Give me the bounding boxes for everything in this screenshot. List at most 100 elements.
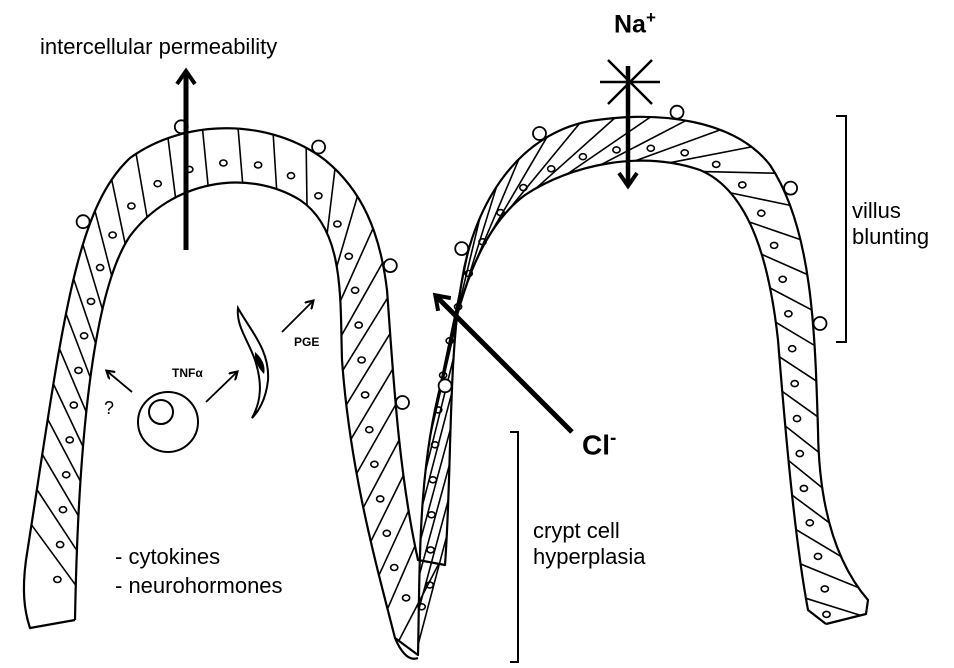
villus-bracket bbox=[836, 116, 846, 342]
goblet-cell-bump bbox=[455, 242, 468, 255]
cell-nucleus bbox=[366, 427, 373, 433]
villus-label-line1: villus bbox=[852, 198, 929, 224]
cell-nucleus bbox=[791, 381, 798, 387]
cell-nucleus bbox=[362, 392, 369, 398]
cell-border bbox=[351, 369, 393, 439]
villus-label-line2: blunting bbox=[852, 224, 929, 250]
cell-nucleus bbox=[793, 416, 800, 422]
cell-nucleus bbox=[377, 496, 384, 502]
cell-nucleus bbox=[548, 166, 555, 172]
cell-nucleus bbox=[785, 311, 792, 317]
cell-nucleus bbox=[81, 333, 88, 339]
cell-nucleus bbox=[814, 553, 821, 559]
cell-border bbox=[74, 279, 96, 343]
cell-nucleus bbox=[739, 182, 746, 188]
cell-nucleus bbox=[613, 147, 620, 153]
goblet-cell-bump bbox=[312, 141, 325, 154]
cell-nucleus bbox=[54, 577, 61, 583]
cell-nucleus bbox=[427, 547, 434, 553]
goblet-cell-bump bbox=[439, 379, 452, 392]
cell-nucleus bbox=[255, 162, 262, 168]
cell-border bbox=[806, 598, 861, 615]
cell-border bbox=[238, 129, 243, 183]
cell-nucleus bbox=[796, 451, 803, 457]
cell-nucleus bbox=[789, 346, 796, 352]
cell-nucleus bbox=[681, 150, 688, 156]
cell-nucleus bbox=[647, 145, 654, 151]
cell-border bbox=[704, 172, 776, 174]
cell-border bbox=[762, 254, 808, 274]
cell-border bbox=[337, 196, 358, 266]
cell-nucleus bbox=[371, 461, 378, 467]
cell-nucleus bbox=[355, 322, 362, 328]
cell-border bbox=[357, 405, 396, 474]
goblet-cell-bump bbox=[77, 215, 90, 228]
cell-nucleus bbox=[315, 193, 322, 199]
cell-border bbox=[796, 530, 841, 557]
cell-nucleus bbox=[771, 242, 778, 248]
chloride-arrow bbox=[436, 296, 572, 432]
cell-nucleus bbox=[97, 265, 104, 271]
cell-nucleus bbox=[391, 565, 398, 571]
cell-border bbox=[363, 440, 399, 508]
pge-arrow bbox=[282, 302, 312, 332]
cell-nucleus bbox=[220, 160, 227, 166]
chloride-label: Cl- bbox=[582, 428, 616, 462]
cell-border bbox=[306, 148, 307, 205]
unknown-factor-label: ? bbox=[104, 398, 114, 420]
cell-border bbox=[203, 130, 209, 186]
chloride-charge: - bbox=[610, 428, 616, 449]
cell-nucleus bbox=[345, 253, 352, 259]
cell-border bbox=[422, 393, 451, 505]
crypt-bracket bbox=[510, 432, 518, 662]
sodium-charge: + bbox=[646, 8, 656, 27]
cell-border bbox=[789, 461, 823, 488]
cell-nucleus bbox=[579, 154, 586, 160]
cell-border bbox=[379, 511, 409, 576]
cell-border bbox=[136, 154, 147, 217]
tnf-label: TNFα bbox=[172, 366, 203, 380]
permeability-label: intercellular permeability bbox=[40, 34, 277, 60]
sodium-symbol: Na bbox=[614, 10, 646, 38]
cell-nucleus bbox=[800, 485, 807, 491]
cell-nucleus bbox=[66, 437, 73, 443]
cell-border bbox=[32, 525, 76, 586]
cell-border bbox=[785, 426, 818, 452]
cell-nucleus bbox=[713, 161, 720, 167]
cell-border bbox=[112, 180, 126, 244]
cell-nucleus bbox=[806, 520, 813, 526]
cell-border bbox=[473, 159, 519, 268]
cell-border bbox=[388, 546, 416, 609]
cell-nucleus bbox=[70, 402, 77, 408]
cell-nucleus bbox=[428, 512, 435, 518]
cell-nucleus bbox=[128, 203, 135, 209]
goblet-cell-bump bbox=[671, 106, 684, 119]
cell-border bbox=[779, 357, 816, 381]
cell-nucleus bbox=[87, 298, 94, 304]
cell-border bbox=[749, 222, 800, 240]
goblet-cell-bump bbox=[533, 127, 546, 140]
crypt-label-line1: crypt cell bbox=[533, 518, 646, 544]
cell-nucleus bbox=[154, 181, 161, 187]
macrophage-cell bbox=[138, 392, 198, 452]
cell-nucleus bbox=[109, 232, 116, 238]
goblet-cell-bump bbox=[396, 396, 409, 409]
crypt-label-line2: hyperplasia bbox=[533, 544, 646, 570]
epithelium-base-line bbox=[24, 560, 75, 628]
crypt-hyperplasia-label: crypt cell hyperplasia bbox=[533, 518, 646, 571]
cell-border bbox=[168, 138, 176, 197]
mediator-item-neurohormones: - neurohormones bbox=[115, 571, 283, 600]
cell-nucleus bbox=[779, 276, 786, 282]
cell-nucleus bbox=[63, 472, 70, 478]
goblet-cell-bump bbox=[814, 317, 827, 330]
cell-nucleus bbox=[352, 287, 359, 293]
mediator-list: - cytokines - neurohormones bbox=[115, 542, 283, 600]
cell-nucleus bbox=[287, 173, 294, 179]
goblet-cell-bump bbox=[784, 182, 797, 195]
villus-blunting-label: villus blunting bbox=[852, 198, 929, 251]
cell-border bbox=[776, 322, 815, 345]
cell-border bbox=[83, 245, 103, 310]
fibroblast-cell bbox=[238, 308, 268, 418]
cell-nucleus bbox=[334, 221, 341, 227]
